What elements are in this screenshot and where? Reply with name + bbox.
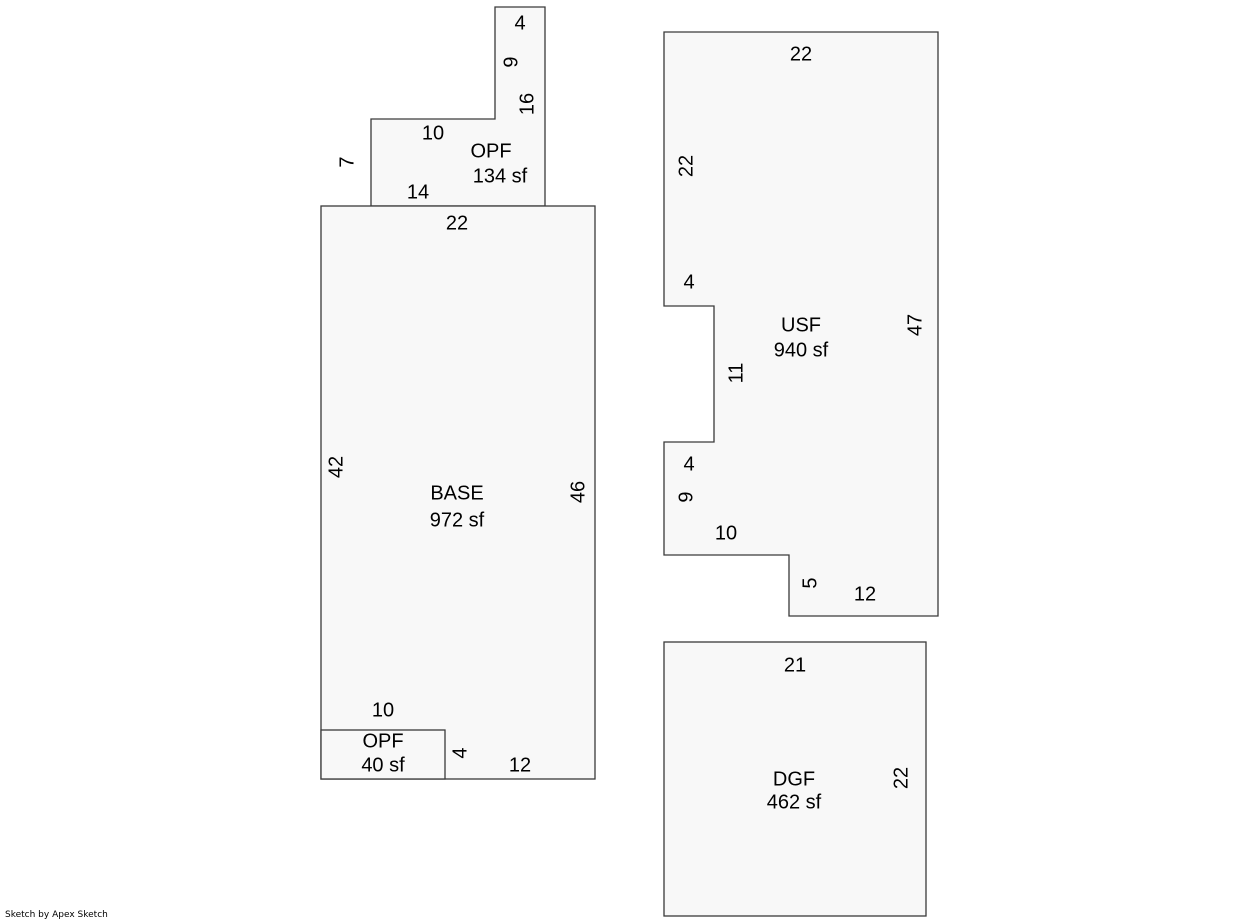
dim-label: 10	[372, 699, 394, 721]
dim-label: 21	[784, 654, 806, 676]
opf-bottom-name: OPF	[362, 730, 403, 752]
base-shape	[320, 205, 596, 780]
dim-label: 22	[446, 212, 468, 234]
opf-top-area: 134 sf	[473, 165, 528, 187]
opf-bottom-shape	[320, 729, 446, 780]
opf-bottom-area: 40 sf	[361, 754, 405, 776]
dim-label: 10	[715, 522, 737, 544]
dim-label: 10	[422, 122, 444, 144]
base-area: 972 sf	[430, 509, 485, 531]
usf-shape	[663, 31, 939, 617]
dim-label: 42	[325, 456, 347, 478]
dim-label: 7	[336, 156, 358, 167]
dgf-shape	[663, 641, 927, 917]
dim-label: 12	[509, 754, 531, 776]
dim-label: 14	[407, 181, 429, 203]
dim-label: 4	[514, 12, 525, 34]
dim-label: 22	[675, 155, 697, 177]
dim-label: 11	[725, 363, 747, 384]
usf-area: 940 sf	[774, 339, 829, 361]
dim-label: 46	[567, 481, 589, 503]
dim-label: 5	[799, 577, 821, 588]
dim-label: 9	[500, 56, 522, 67]
dim-label: 47	[904, 314, 926, 336]
opf-top-name: OPF	[470, 140, 511, 162]
dim-label: 22	[890, 767, 912, 789]
usf-name: USF	[781, 314, 821, 336]
base-name: BASE	[430, 482, 483, 504]
dim-label: 4	[683, 453, 694, 475]
dim-label: 4	[683, 271, 694, 293]
footer-credit: Sketch by Apex Sketch	[5, 910, 108, 920]
dim-label: 12	[854, 583, 876, 605]
dgf-name: DGF	[773, 768, 815, 790]
dim-label: 9	[675, 491, 697, 502]
dgf-area: 462 sf	[767, 791, 822, 813]
dim-label: 4	[449, 747, 471, 758]
dim-label: 16	[516, 93, 538, 115]
dim-label: 22	[790, 43, 812, 65]
